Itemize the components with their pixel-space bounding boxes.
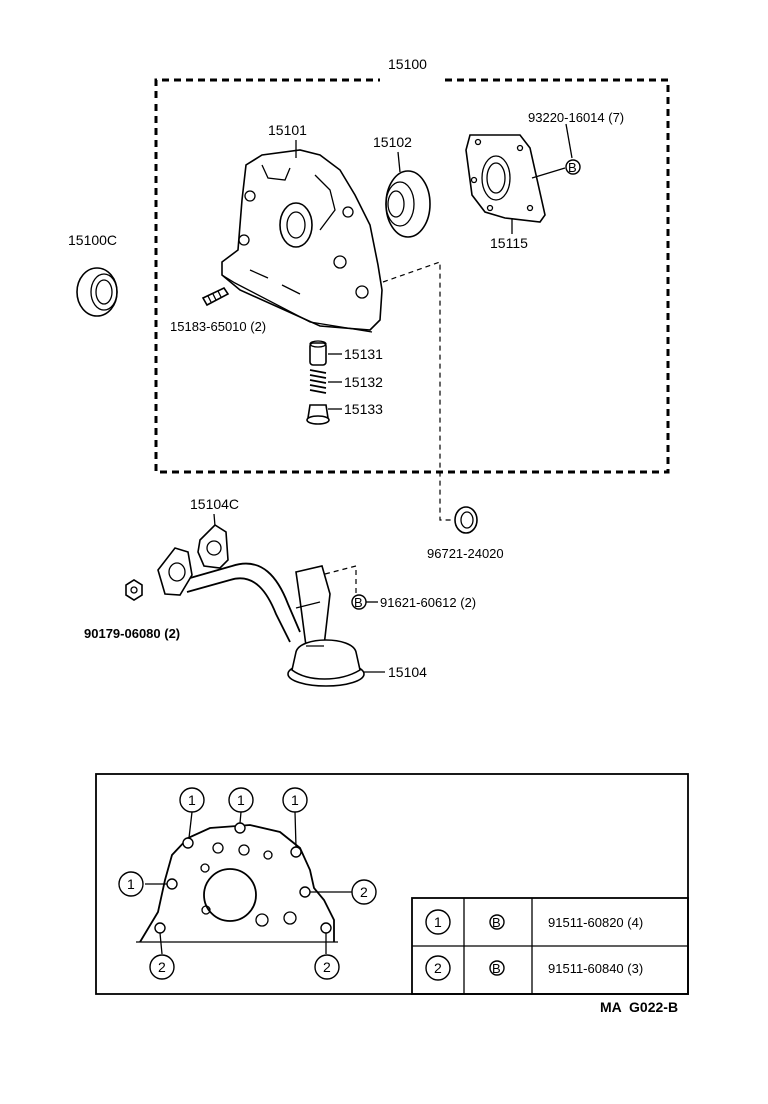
relief-valve-plug[interactable] (306, 404, 330, 425)
assembly-outline (154, 78, 670, 474)
relief-valve-spring[interactable] (309, 369, 327, 394)
svg-text:2: 2 (434, 960, 442, 976)
callout-2-bottom-left: 2 (149, 954, 175, 980)
label-stud-bolt: 15183-65010 (2) (170, 319, 266, 334)
svg-text:2: 2 (323, 959, 331, 975)
label-cover: 15115 (490, 235, 528, 251)
label-bolt-strainer: 91621-60612 (2) (380, 595, 476, 610)
diagram-code: MA G022-B (600, 999, 678, 1015)
label-bolt-top: 93220-16014 (7) (528, 110, 624, 125)
o-ring[interactable] (454, 506, 478, 534)
bolt-table (411, 897, 689, 995)
svg-text:1: 1 (434, 914, 442, 930)
callout-1-top-left: 1 (179, 787, 205, 813)
marker-b-icon (565, 159, 581, 175)
label-seal-left: 15100C (68, 232, 117, 248)
oil-seal-left[interactable] (76, 267, 118, 317)
table-row-2: 2 B 91511-60840 (3) (425, 955, 643, 981)
label-pump-body: 15101 (268, 122, 307, 138)
strainer-gasket[interactable] (197, 523, 229, 569)
svg-text:2: 2 (360, 884, 368, 900)
oil-seal[interactable] (385, 170, 431, 238)
callout-1-top-middle: 1 (228, 787, 254, 813)
svg-text:1: 1 (291, 792, 299, 808)
relief-valve-piston[interactable] (309, 340, 327, 366)
pump-cover[interactable] (465, 134, 546, 223)
label-nut: 90179-06080 (2) (84, 626, 180, 641)
label-relief-plug: 15133 (344, 401, 383, 417)
label-relief-spring: 15132 (344, 374, 383, 390)
svg-text:91511-60840 (3): 91511-60840 (3) (548, 961, 643, 976)
label-strainer: 15104 (388, 664, 427, 680)
table-row-1: 1 B 91511-60820 (4) (425, 909, 643, 935)
svg-text:91511-60820 (4): 91511-60820 (4) (548, 915, 643, 930)
callout-1-top-right: 1 (282, 787, 308, 813)
label-o-ring: 96721-24020 (427, 546, 504, 561)
marker-b-strainer-text: B (354, 595, 363, 610)
nut[interactable] (125, 579, 143, 601)
oil-pump-body[interactable] (221, 149, 383, 333)
svg-text:1: 1 (237, 792, 245, 808)
label-relief-piston: 15131 (344, 346, 383, 362)
label-oil-seal: 15102 (373, 134, 412, 150)
callout-1-left: 1 (118, 871, 144, 897)
svg-text:1: 1 (127, 876, 135, 892)
stud-bolt[interactable] (201, 286, 230, 307)
svg-text:1: 1 (188, 792, 196, 808)
callout-2-right: 2 (351, 879, 377, 905)
svg-text:2: 2 (158, 959, 166, 975)
bolt-location-inset (95, 773, 689, 995)
marker-b-text: B (568, 160, 577, 175)
svg-text:B: B (492, 915, 501, 930)
callout-2-bottom-right: 2 (314, 954, 340, 980)
oil-strainer[interactable] (157, 547, 365, 687)
assembly-label: 15100 (388, 56, 427, 72)
label-strainer-gasket: 15104C (190, 496, 239, 512)
svg-text:B: B (492, 961, 501, 976)
